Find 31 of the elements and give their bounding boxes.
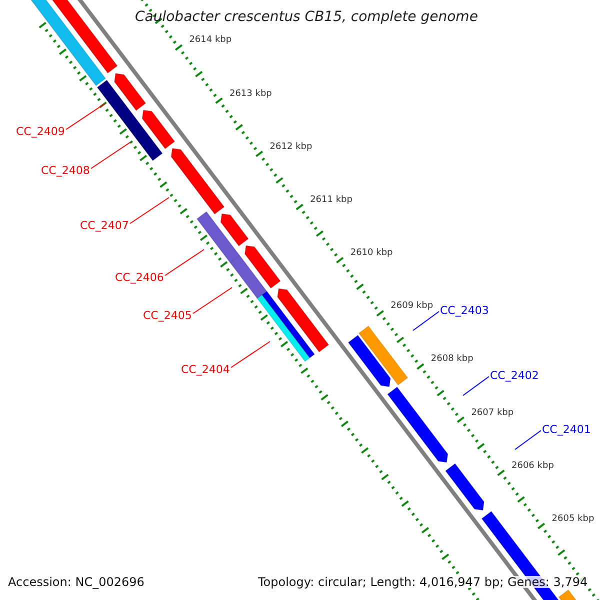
leader-line — [130, 197, 170, 224]
scale-label: 2613 kbp — [229, 90, 272, 99]
gene-label: CC_2402 — [490, 370, 539, 381]
scale-label: 2605 kbp — [552, 514, 594, 524]
leader-line — [164, 249, 204, 276]
scale-label: 2606 kbp — [512, 462, 554, 471]
scale-label: 2608 kbp — [430, 355, 474, 364]
accession-note: Accession: NC_002696 — [8, 576, 144, 588]
scale-label: 2610 kbp — [350, 249, 393, 258]
gene-label: CC_2405 — [143, 310, 192, 321]
leader-line — [66, 103, 106, 130]
leader-line — [514, 430, 542, 450]
scale-label: 2611 kbp — [310, 196, 352, 205]
gene-label: CC_2408 — [41, 165, 90, 176]
leader-line — [192, 287, 232, 314]
genome-info-note: Topology: circular; Length: 4,016,947 bp; Genes: 3,794 — [258, 576, 588, 588]
leader-line — [230, 341, 270, 368]
gene-label: CC_2404 — [181, 364, 230, 375]
title: Caulobacter crescentus CB15, complete genome — [135, 10, 478, 24]
scale-label: 2614 kbp — [189, 36, 232, 46]
scale-label: 2612 kbp — [270, 142, 312, 152]
scale-label: 2607 kbp — [471, 408, 514, 418]
gene-label: CC_2401 — [542, 424, 591, 435]
leader-line — [90, 142, 130, 169]
scale-label: 2609 kbp — [390, 302, 434, 312]
leader-line — [412, 311, 440, 331]
leader-line — [462, 376, 490, 396]
gene-label: CC_2406 — [115, 272, 164, 283]
gene-label: CC_2403 — [440, 305, 489, 316]
gene-label: CC_2409 — [16, 126, 65, 137]
gene-label: CC_2407 — [80, 220, 129, 231]
